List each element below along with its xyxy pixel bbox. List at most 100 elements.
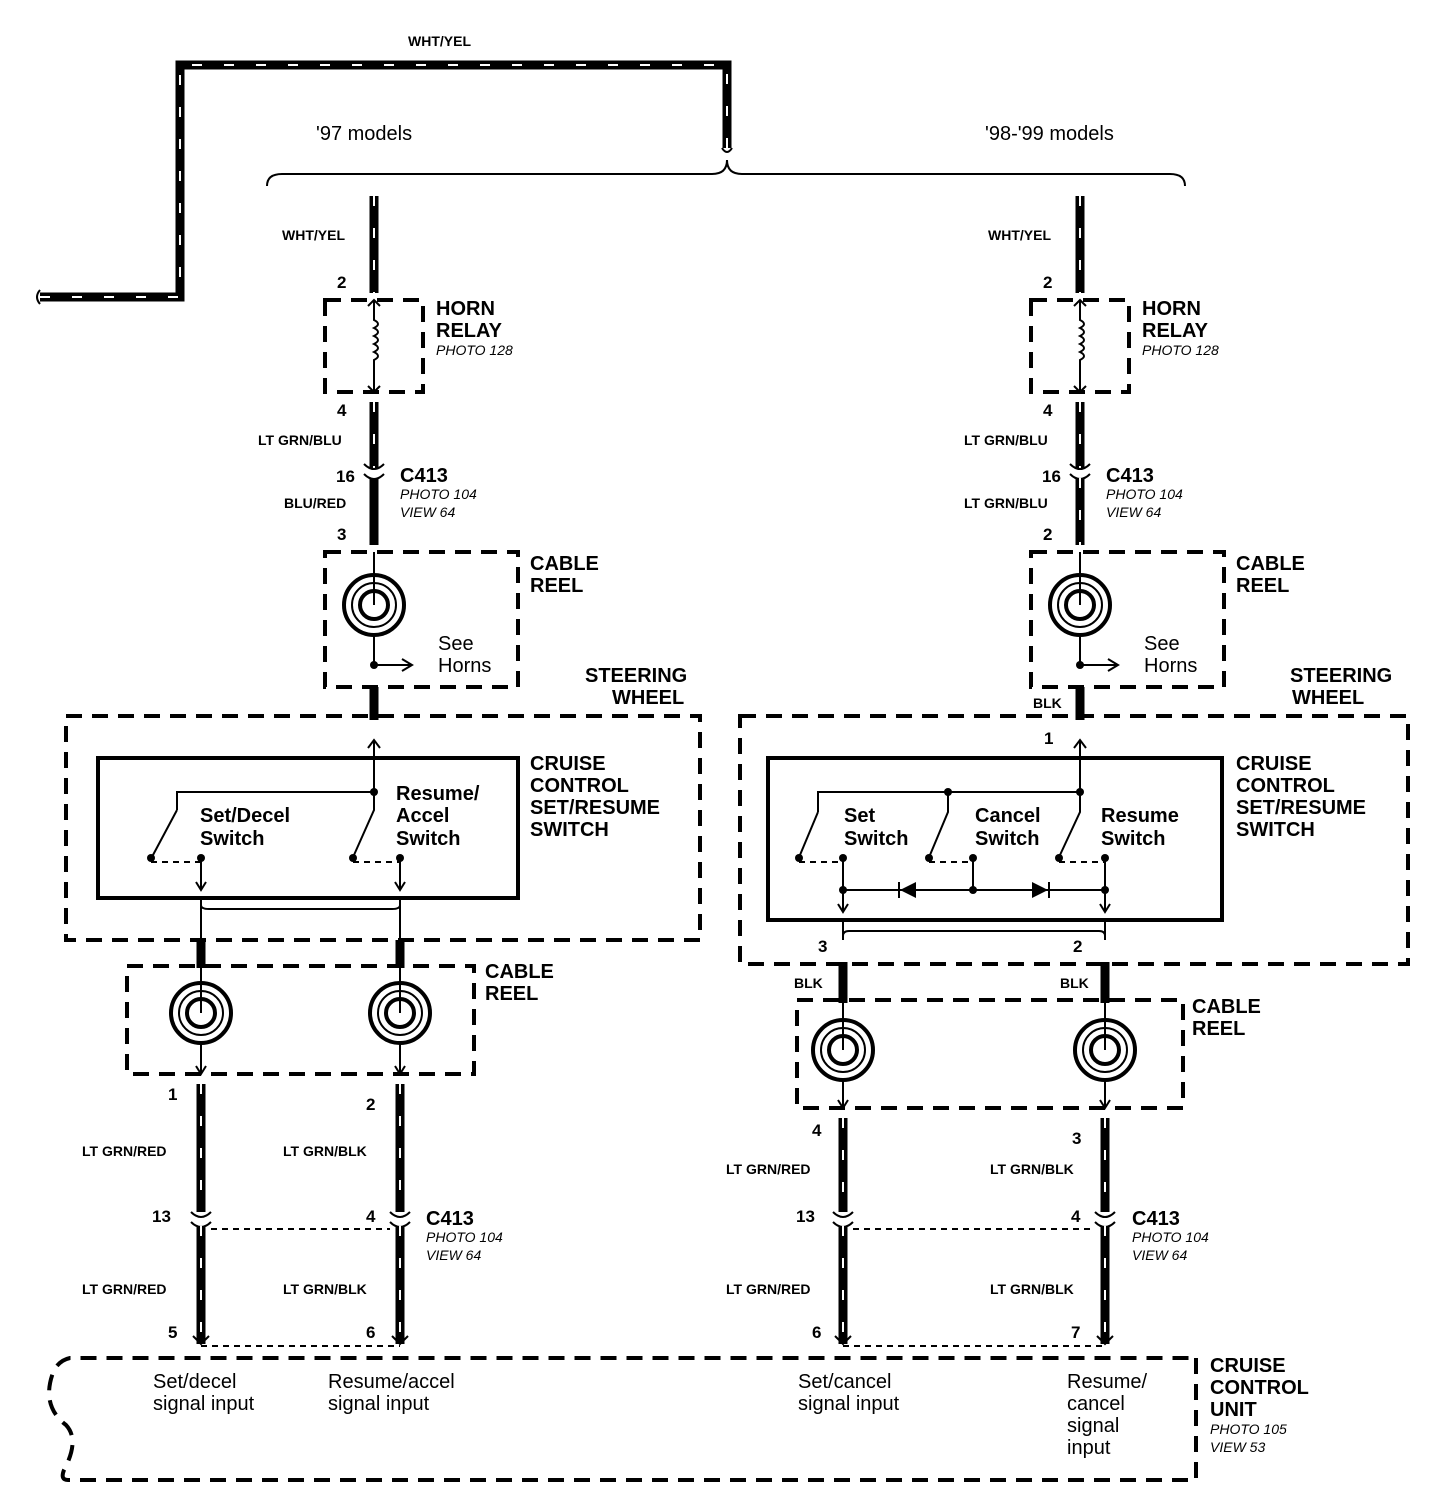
- left-reel-pin-a: 1: [168, 1085, 177, 1104]
- right-wire-b-lower-label: LT GRN/BLK: [990, 1281, 1074, 1297]
- models-97-label: '97 models: [316, 123, 412, 145]
- left-c413-bottom-pin-b: 4: [366, 1207, 376, 1226]
- right-input-b-line1: Resume/: [1067, 1371, 1147, 1393]
- left-horn-relay: [323, 298, 425, 394]
- right-unit-pin-a: 6: [812, 1323, 821, 1342]
- right-relay-pin-in: 2: [1043, 273, 1052, 292]
- cruise-control-unit-box: [47, 1356, 1198, 1482]
- cruise-unit-title3: UNIT: [1210, 1399, 1257, 1421]
- right-switch-pin-in: 1: [1044, 729, 1053, 748]
- left-upper-reel-title2: REEL: [530, 575, 583, 597]
- left-c413-top-pin-b: 3: [337, 525, 346, 544]
- left-switch-block-title1: CRUISE: [530, 753, 606, 775]
- left-horn-relay-photo: PHOTO 128: [436, 342, 513, 358]
- right-switch-pin-b: 2: [1073, 937, 1082, 956]
- left-horn-relay-title: HORN: [436, 298, 495, 320]
- left-wire-b-lower-label: LT GRN/BLK: [283, 1281, 367, 1297]
- right-wire-wht-yel-label: WHT/YEL: [988, 227, 1051, 243]
- right-switch-block-title1: CRUISE: [1236, 753, 1312, 775]
- right-switch-block-title3: SET/RESUME: [1236, 797, 1366, 819]
- cruise-unit-title2: CONTROL: [1210, 1377, 1309, 1399]
- left-lower-reel-title2: REEL: [485, 983, 538, 1005]
- right-wire-a-upper-label: LT GRN/RED: [726, 1161, 811, 1177]
- left-steering-wheel-title: STEERING: [585, 665, 687, 687]
- left-wire-a-upper-label: LT GRN/RED: [82, 1143, 167, 1159]
- right-wire-a-lower-label: LT GRN/RED: [726, 1281, 811, 1297]
- right-switch-a-label1: Set: [844, 805, 875, 827]
- right-steering-wheel-title: STEERING: [1290, 665, 1392, 687]
- right-steering-wheel-box: [738, 714, 1410, 966]
- left-switch-b-label2: Accel: [396, 805, 449, 827]
- left-c413-bottom-name: C413: [426, 1208, 474, 1230]
- right-reel-pin-a: 4: [812, 1121, 822, 1140]
- right-lower-cable-reel: [795, 998, 1185, 1110]
- right-input-b-line4: input: [1067, 1437, 1111, 1459]
- left-c413-bottom-view: VIEW 64: [426, 1247, 481, 1263]
- left-wire-lt-grn-blu-label: LT GRN/BLU: [258, 432, 342, 448]
- left-lower-cable-reel: [125, 964, 476, 1076]
- right-c413-top-view: VIEW 64: [1106, 504, 1161, 520]
- right-c413-bottom-pin-a: 13: [796, 1207, 815, 1226]
- right-input-b-line2: cancel: [1067, 1393, 1125, 1415]
- right-c413-top-pin-b: 2: [1043, 525, 1052, 544]
- right-relay-pin-out: 4: [1043, 401, 1053, 420]
- right-reel-pin-b: 3: [1072, 1129, 1081, 1148]
- right-unit-pin-b: 7: [1071, 1323, 1080, 1342]
- left-input-a-line2: signal input: [153, 1393, 255, 1415]
- left-relay-pin-out: 4: [337, 401, 347, 420]
- left-c413-top-photo: PHOTO 104: [400, 486, 477, 502]
- left-c413-bottom-pin-a: 13: [152, 1207, 171, 1226]
- left-switch-block-title4: SWITCH: [530, 819, 609, 841]
- right-input-b-line3: signal: [1067, 1415, 1119, 1437]
- right-c413-top-pin-a: 16: [1042, 467, 1061, 486]
- left-switch-a-label2: Switch: [200, 828, 264, 850]
- right-switch-b-label2: Switch: [975, 828, 1039, 850]
- left-unit-pin-b: 6: [366, 1323, 375, 1342]
- right-switch-internals: [795, 758, 1111, 940]
- left-c413-top-name: C413: [400, 465, 448, 487]
- left-wire-wht-yel-label: WHT/YEL: [282, 227, 345, 243]
- left-relay-pin-in: 2: [337, 273, 346, 292]
- right-see-horns-line1: See: [1144, 633, 1180, 655]
- left-steering-wheel-box: [64, 714, 702, 942]
- right-switch-c-label1: Resume: [1101, 805, 1179, 827]
- left-input-b-line1: Resume/accel: [328, 1371, 455, 1393]
- left-upper-reel-title: CABLE: [530, 553, 599, 575]
- right-input-a-line2: signal input: [798, 1393, 900, 1415]
- left-input-a-line1: Set/decel: [153, 1371, 236, 1393]
- left-switch-block-title3: SET/RESUME: [530, 797, 660, 819]
- right-switch-a-label2: Switch: [844, 828, 908, 850]
- left-switch-internals: [147, 758, 406, 940]
- left-see-horns-line1: See: [438, 633, 474, 655]
- left-switch-b-label1: Resume/: [396, 783, 480, 805]
- cruise-unit-photo: PHOTO 105: [1210, 1421, 1287, 1437]
- right-wire-blk-a-label: BLK: [794, 975, 823, 991]
- right-c413-top-photo: PHOTO 104: [1106, 486, 1183, 502]
- right-c413-bottom-name: C413: [1132, 1208, 1180, 1230]
- cruise-unit-title1: CRUISE: [1210, 1355, 1286, 1377]
- model-split-brace: [266, 159, 1186, 187]
- left-switch-block: [96, 756, 520, 900]
- right-switch-c-label2: Switch: [1101, 828, 1165, 850]
- right-switch-b-label1: Cancel: [975, 805, 1041, 827]
- right-wire-blk-b-label: BLK: [1060, 975, 1089, 991]
- right-wire-lt-grn-blu-label: LT GRN/BLU: [964, 432, 1048, 448]
- left-c413-bottom-connector-icon: [190, 1211, 411, 1228]
- right-steering-wheel-title2: WHEEL: [1292, 687, 1364, 709]
- right-horn-relay: [1029, 298, 1131, 394]
- right-horn-relay-title2: RELAY: [1142, 320, 1209, 342]
- left-wire-blu-red-label: BLU/RED: [284, 495, 346, 511]
- left-horn-relay-title2: RELAY: [436, 320, 503, 342]
- left-reel-pin-b: 2: [366, 1095, 375, 1114]
- right-switch-block: [766, 756, 1224, 922]
- feed-wire-color-label: WHT/YEL: [408, 33, 471, 49]
- left-wire-b-upper-label: LT GRN/BLK: [283, 1143, 367, 1159]
- left-c413-top-pin-a: 16: [336, 467, 355, 486]
- left-input-b-line2: signal input: [328, 1393, 430, 1415]
- left-switch-a-label1: Set/Decel: [200, 805, 290, 827]
- right-switch-pin-a: 3: [818, 937, 827, 956]
- right-upper-reel-title: CABLE: [1236, 553, 1305, 575]
- right-c413-bottom-view: VIEW 64: [1132, 1247, 1187, 1263]
- right-c413-bottom-pin-b: 4: [1071, 1207, 1081, 1226]
- right-wire-blk-reel-out-label: BLK: [1033, 695, 1062, 711]
